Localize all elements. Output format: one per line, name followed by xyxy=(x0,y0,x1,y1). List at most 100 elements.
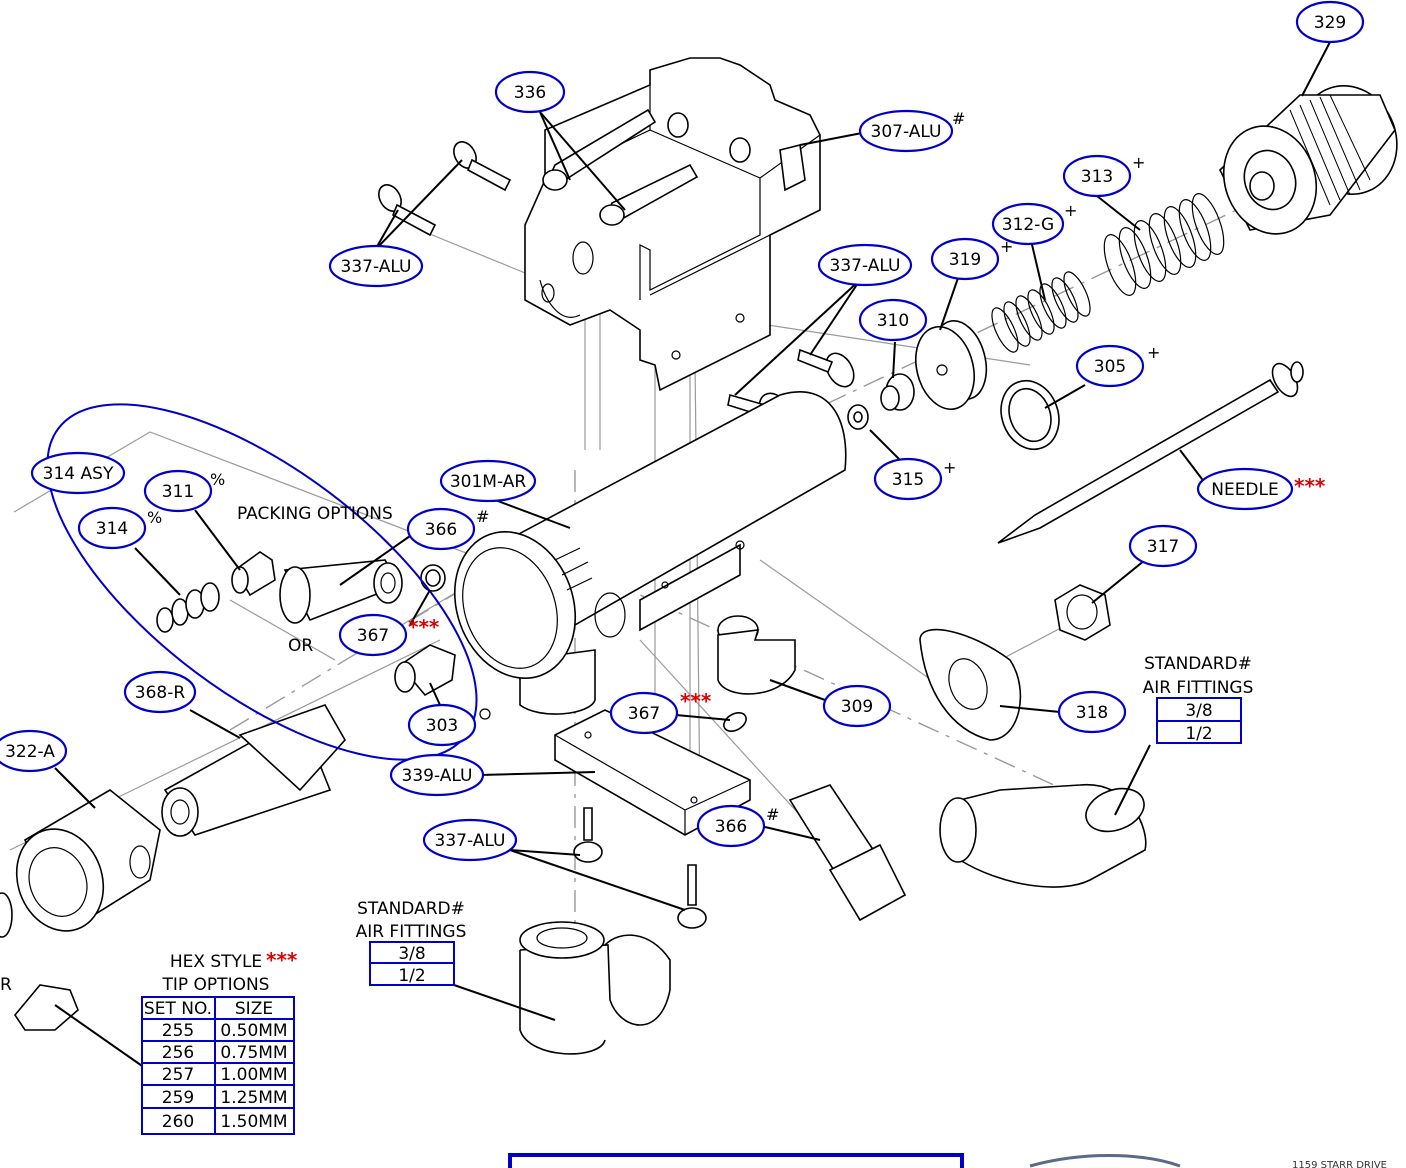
svg-text:0.75MM: 0.75MM xyxy=(220,1043,287,1063)
svg-text:314 ASY: 314 ASY xyxy=(43,464,114,484)
svg-text:256: 256 xyxy=(162,1043,194,1063)
elbow-fitting-right xyxy=(939,784,1147,888)
svg-text:336: 336 xyxy=(514,83,546,103)
svg-text:337-ALU: 337-ALU xyxy=(830,256,901,276)
washer-315 xyxy=(847,404,869,430)
callout-337-alu-top-left: 337-ALU xyxy=(328,244,424,288)
svg-text:319: 319 xyxy=(949,250,981,270)
svg-text:AIR FITTINGS: AIR FITTINGS xyxy=(1143,678,1254,698)
callout-311: 311 % xyxy=(143,469,225,513)
gun-body-301 xyxy=(453,391,847,715)
svg-text:+: + xyxy=(943,458,956,477)
spring-313 xyxy=(1103,193,1225,296)
svg-text:#: # xyxy=(766,805,779,824)
title-block-fragment: 1159 STARR DRIVE xyxy=(508,1153,1387,1168)
svg-text:***: *** xyxy=(680,689,712,713)
svg-text:255: 255 xyxy=(162,1021,194,1041)
svg-text:259: 259 xyxy=(162,1088,194,1108)
svg-text:#: # xyxy=(952,109,965,128)
svg-text:312-G: 312-G xyxy=(1002,215,1054,235)
screws-336 xyxy=(542,108,699,226)
svg-text:1.00MM: 1.00MM xyxy=(220,1065,287,1085)
svg-text:+: + xyxy=(1132,153,1145,172)
svg-text:TIP OPTIONS: TIP OPTIONS xyxy=(162,975,270,995)
elbow-fitting-bottom xyxy=(519,921,671,1055)
callout-314-asy: 314 ASY xyxy=(30,451,126,495)
callout-303: 303 xyxy=(407,703,477,747)
packing-options-label: PACKING OPTIONS xyxy=(237,504,393,524)
svg-text:301M-AR: 301M-AR xyxy=(450,472,527,492)
fitting-366-lower xyxy=(788,784,907,922)
packing-nut-303 xyxy=(394,644,491,720)
piston-cap-319 xyxy=(915,320,988,411)
bracket-318 xyxy=(919,628,1022,741)
callout-309: 309 xyxy=(822,684,892,728)
spring-312 xyxy=(991,271,1091,353)
svg-text:1.25MM: 1.25MM xyxy=(220,1088,287,1108)
svg-text:313: 313 xyxy=(1081,167,1113,187)
svg-text:257: 257 xyxy=(162,1065,194,1085)
packing-nut-311 xyxy=(231,551,276,597)
svg-text:305: 305 xyxy=(1094,357,1126,377)
callout-329: 329 xyxy=(1295,0,1365,44)
air-fittings-table-left: STANDARD# AIR FITTINGS 3/8 1/2 xyxy=(356,899,467,986)
hex-nut-317 xyxy=(1054,584,1111,641)
o-ring-367-lower xyxy=(723,712,747,732)
svg-text:367: 367 xyxy=(357,626,389,646)
callout-368-r: 368-R xyxy=(123,670,197,714)
svg-text:%: % xyxy=(210,470,225,489)
svg-text:368-R: 368-R xyxy=(135,683,186,703)
air-fittings-table-right: STANDARD# AIR FITTINGS 3/8 1/2 xyxy=(1143,654,1254,744)
hex-tip xyxy=(14,984,79,1031)
svg-text:#: # xyxy=(476,507,489,526)
or-label: OR xyxy=(288,636,313,656)
svg-text:SIZE: SIZE xyxy=(235,999,273,1019)
elbow-fitting-309 xyxy=(717,615,796,695)
svg-text:SET NO.: SET NO. xyxy=(144,999,212,1019)
svg-text:315: 315 xyxy=(892,470,924,490)
svg-text:AIR FITTINGS: AIR FITTINGS xyxy=(356,922,467,942)
gun-head-307 xyxy=(524,57,821,392)
svg-text:+: + xyxy=(1000,237,1013,256)
svg-text:310: 310 xyxy=(877,311,909,331)
o-ring-367 xyxy=(420,564,446,592)
svg-text:1.50MM: 1.50MM xyxy=(220,1112,287,1132)
callout-305: 305 + xyxy=(1075,343,1160,388)
svg-text:366: 366 xyxy=(425,520,457,540)
block-339 xyxy=(554,709,751,836)
packing-nut-310 xyxy=(880,373,915,411)
svg-text:367: 367 xyxy=(628,704,660,724)
svg-text:%: % xyxy=(147,508,162,527)
svg-text:337-ALU: 337-ALU xyxy=(435,831,506,851)
svg-text:STANDARD#: STANDARD# xyxy=(357,899,465,919)
svg-text:303: 303 xyxy=(426,716,458,736)
air-cap-322 xyxy=(0,789,161,938)
callout-322-a: 322-A xyxy=(0,729,68,773)
callout-301m-ar: 301M-AR xyxy=(439,459,537,503)
svg-text:STANDARD#: STANDARD# xyxy=(1144,654,1252,674)
callout-318: 318 xyxy=(1057,690,1127,734)
leader-lines xyxy=(54,41,1331,1069)
svg-text:307-ALU: 307-ALU xyxy=(871,122,942,142)
callout-336: 336 xyxy=(494,70,566,114)
svg-text:3/8: 3/8 xyxy=(1185,701,1212,721)
svg-text:***: *** xyxy=(1294,474,1326,498)
svg-text:260: 260 xyxy=(162,1112,194,1132)
packing-housing-366 xyxy=(279,559,403,624)
callout-337-alu-mid: 337-ALU xyxy=(817,243,913,287)
callout-314: 314 % xyxy=(77,506,162,550)
svg-text:318: 318 xyxy=(1076,703,1108,723)
svg-text:***: *** xyxy=(408,615,440,639)
svg-text:366: 366 xyxy=(715,817,747,837)
callout-367-upper: 367 *** xyxy=(338,613,440,657)
callout-313: 313 + xyxy=(1062,153,1145,198)
callout-339-alu: 339-ALU xyxy=(389,753,485,797)
washer-305 xyxy=(1000,379,1060,451)
svg-text:311: 311 xyxy=(162,482,194,502)
callout-310: 310 xyxy=(858,298,928,342)
callout-366-lower: 366 # xyxy=(696,804,779,848)
callout-367-lower: 367 *** xyxy=(609,689,712,735)
svg-text:322-A: 322-A xyxy=(5,742,55,762)
address-text: 1159 STARR DRIVE xyxy=(1292,1160,1387,1168)
